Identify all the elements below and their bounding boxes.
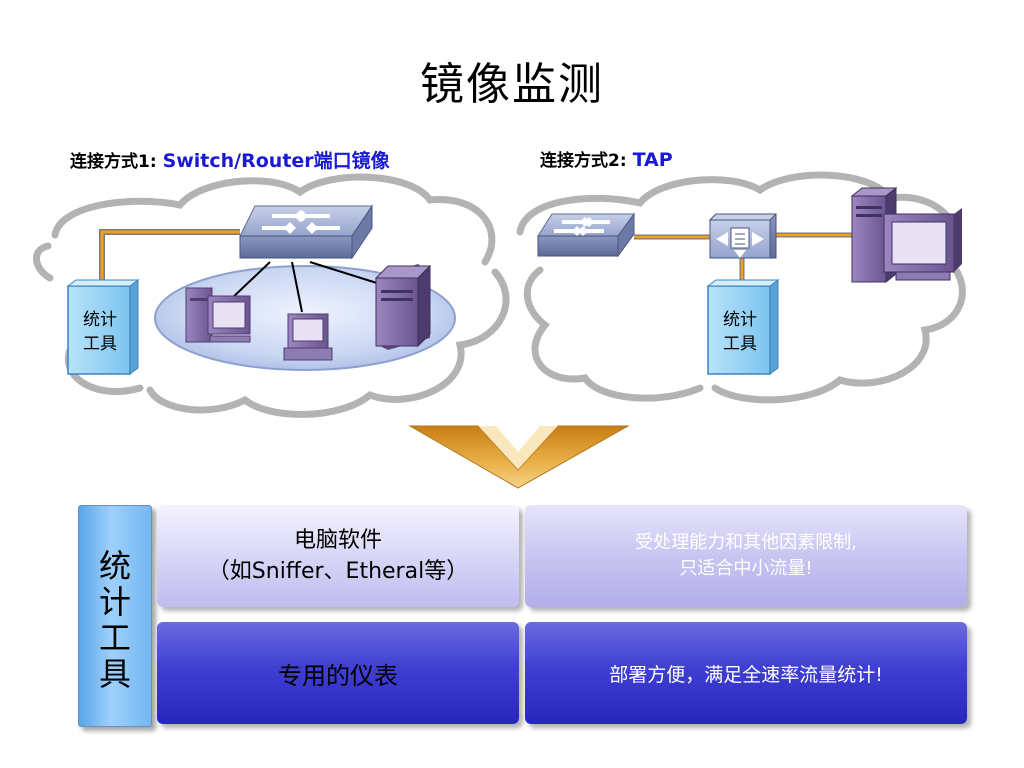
tool-label-2-line-2: 工具 (723, 334, 757, 354)
method2-caption: 连接方式2: TAP (540, 146, 673, 171)
stat-tools-column: 统 计 工 具 (78, 505, 152, 727)
instrument-note: 部署方便，满足全速率流量统计! (609, 663, 883, 686)
mirror-link (100, 230, 240, 285)
server-icon (374, 264, 432, 350)
tool-label-2-line-1: 统计 (723, 310, 757, 330)
arrow-down-icon (408, 425, 630, 489)
instrument-note-cell: 部署方便，满足全速率流量统计! (525, 622, 967, 724)
switch-icon (537, 212, 635, 258)
pc-icon (850, 186, 962, 284)
tap-icon (708, 213, 778, 259)
pc-icon (185, 287, 251, 343)
cloud-icon (516, 171, 966, 404)
tool-label-1-line-2: 工具 (83, 334, 117, 354)
software-name-line-1: 电脑软件 (293, 528, 382, 553)
method1-caption: 连接方式1: Switch/Router端口镜像 (70, 146, 390, 173)
software-note-line-2: 只适合中小流量! (679, 558, 813, 579)
switch-icon (239, 204, 373, 260)
method2-highlight: TAP (632, 149, 673, 171)
stat-tools-char-1: 统 (98, 547, 131, 585)
tool-box-icon (66, 279, 140, 375)
stat-tools-char-2: 计 (98, 583, 131, 621)
software-note-cell: 受处理能力和其他因素限制, 只适合中小流量! (525, 505, 967, 607)
software-name-line-2: （如Sniffer、Etheral等） (207, 559, 469, 584)
instrument-cell: 专用的仪表 (157, 622, 519, 724)
instrument-name: 专用的仪表 (278, 661, 398, 690)
pc-icon (283, 313, 333, 361)
tool-label-1: 统计 工具 (68, 308, 132, 356)
method1-highlight: Switch/Router端口镜像 (162, 150, 390, 172)
page-title: 镜像监测 (420, 59, 604, 110)
tool-label-2: 统计 工具 (708, 308, 772, 356)
method2-prefix: 连接方式2: (540, 151, 627, 171)
software-cell: 电脑软件 （如Sniffer、Etheral等） (157, 505, 519, 607)
stat-tools-label: 统 计 工 具 (79, 548, 151, 692)
stat-tools-char-3: 工 (98, 619, 131, 657)
lan-links (229, 261, 381, 313)
stat-tools-char-4: 具 (98, 655, 131, 693)
software-note-line-1: 受处理能力和其他因素限制, (635, 532, 857, 553)
method1-prefix: 连接方式1: (70, 152, 157, 172)
network-diagram (33, 171, 966, 489)
tool-label-1-line-1: 统计 (83, 310, 117, 330)
tool-box-icon (706, 279, 780, 375)
